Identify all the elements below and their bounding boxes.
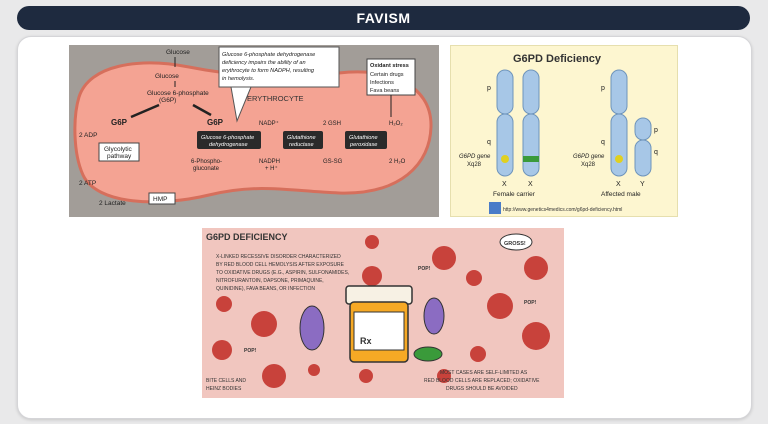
g6p-label: Glucose 6-phosphate [147, 90, 209, 97]
oxidant-item-1: Certain drugs [370, 72, 404, 78]
purple-parasite-right [423, 297, 445, 335]
bite-cells-line-1: BITE CELLS AND [206, 378, 246, 384]
gene-label-right: G6PD gene [573, 154, 605, 160]
nadp-label: NADP⁺ [259, 120, 279, 127]
callout-line-3: erythrocyte to form NADPH, resulting [222, 68, 315, 74]
oxidant-title: Oxidant stress [370, 63, 409, 69]
note-line-3: DRUGS SHOULD BE AVOIDED [446, 386, 518, 392]
x-label-1: X [502, 181, 507, 188]
q-label-left: q [487, 139, 491, 146]
gssg-label: GS-SG [323, 159, 343, 165]
fava-bean-pod [413, 346, 443, 362]
affected-male-label: Affected male [601, 191, 641, 198]
pop-label-3: POP! [244, 348, 257, 354]
hmp-label: HMP [153, 196, 167, 203]
p-label-right: p [601, 85, 605, 92]
desc-line-4: NITROFURANTOIN, DAPSONE, PRIMAQUINE, [216, 278, 324, 284]
g6p-right: G6P [207, 118, 224, 127]
h2o2-label: H₂O₂ [389, 121, 403, 127]
pop-label-2: POP! [524, 300, 537, 306]
bite-cells-line-2: HEINZ BODIES [206, 386, 242, 392]
gsh-label: 2 GSH [323, 121, 341, 127]
enzyme-peroxidase-line-2: peroxidase [349, 142, 377, 148]
p-label-y: p [654, 127, 658, 134]
y-label: Y [640, 181, 645, 188]
desc-line-3: TO OXIDATIVE DRUGS (E.G., ASPIRIN, SULFO… [216, 270, 349, 276]
adp-label: 2 ADP [79, 132, 97, 139]
x-label-3: X [616, 181, 621, 188]
callout-line-4: in hemolysis. [222, 76, 254, 82]
nadph-label: NADPH [259, 159, 280, 165]
source-url: http://www.genetics4medics.com/g6pd-defi… [503, 207, 622, 213]
note-line-2: RED BLOOD CELLS ARE REPLACED; OXIDATIVE [424, 378, 540, 384]
q-label-y: q [654, 149, 658, 156]
rx-label: Rx [360, 336, 372, 346]
callout-line-1: Glucose 6-phosphate dehydrogenase [222, 52, 315, 58]
enzyme-reductase-line-1: Glutathione [287, 135, 316, 141]
glucose-top-label: Glucose [166, 49, 190, 56]
mutation-star-left [501, 155, 509, 163]
callout-box: Glucose 6-phosphate dehydrogenase defici… [218, 46, 340, 123]
desc-line-1: X-LINKED RECESSIVE DISORDER CHARACTERIZE… [216, 254, 341, 260]
phospho-line-2: gluconate [193, 166, 220, 172]
g6p-left: G6P [111, 118, 128, 127]
gross-speech-bubble: GROSS! [499, 233, 533, 251]
pop-label-1: POP! [418, 266, 431, 272]
genetics-diagram: G6PD Deficiency p q G6PD gene Xq28 X X F… [450, 45, 678, 217]
male-chromosomes [610, 69, 652, 177]
oxidant-item-2: Infections [370, 80, 394, 86]
female-carrier-label: Female carrier [493, 191, 536, 198]
p-label-left: p [487, 85, 491, 92]
atp-label: 2 ATP [79, 180, 96, 187]
glycolytic-label: Glycolytic [104, 146, 133, 153]
h-plus-label: + H⁺ [265, 165, 278, 172]
locus-label-left: Xq28 [467, 162, 482, 168]
enzyme-peroxidase-line-1: Glutathione [349, 135, 378, 141]
note-line-1: MOST CASES ARE SELF-LIMITED AS [440, 370, 528, 376]
locus-label-right: Xq28 [581, 162, 596, 168]
pathway-diagram: Glucose Glucose Glucose 6-phosphate (G6P… [69, 45, 439, 217]
enzyme-g6pd-line-1: Glucose 6-phosphate [201, 135, 254, 141]
enzyme-g6pd-line-2: dehydrogenase [209, 142, 248, 148]
gene-label-left: G6PD gene [459, 154, 491, 160]
genetics4medics-logo [489, 202, 501, 214]
svg-text:GROSS!: GROSS! [504, 241, 526, 247]
genetics-title: G6PD Deficiency [513, 53, 602, 65]
female-chromosomes [496, 69, 540, 177]
callout-line-2: deficiency impairs the ability of an [222, 60, 306, 66]
pill-bottle: Rx [345, 285, 413, 363]
pathway-label: pathway [107, 153, 132, 160]
lactate-label: 2 Lactate [99, 200, 126, 207]
glucose-label: Glucose [155, 73, 179, 80]
oxidant-item-3: Fava beans [370, 88, 399, 94]
desc-line-2: BY RED BLOOD CELL HEMOLYSIS AFTER EXPOSU… [216, 262, 345, 268]
red-blood-cells [212, 235, 550, 388]
mutation-star-right [615, 155, 623, 163]
desc-line-5: QUINIDINE), FAVA BEANS, OR INFECTION [216, 286, 315, 292]
x-label-2: X [528, 181, 533, 188]
h2o-label: 2 H₂O [389, 159, 406, 165]
enzyme-reductase-line-2: reductase [289, 142, 314, 148]
g6p-abbr: (G6P) [159, 97, 176, 104]
cartoon-title: G6PD DEFICIENCY [206, 232, 288, 242]
erythrocyte-label: ERYTHROCYTE [247, 94, 304, 103]
q-label-right: q [601, 139, 605, 146]
phospho-line-1: 6-Phospho- [191, 159, 222, 165]
oxidant-stress-box: Oxidant stress Certain drugs Infections … [366, 58, 416, 117]
cartoon-illustration: G6PD DEFICIENCY X-LINKED RECESSIVE DISOR… [202, 228, 564, 398]
purple-parasite-left [299, 305, 325, 351]
slide-title: FAVISM [17, 6, 750, 30]
